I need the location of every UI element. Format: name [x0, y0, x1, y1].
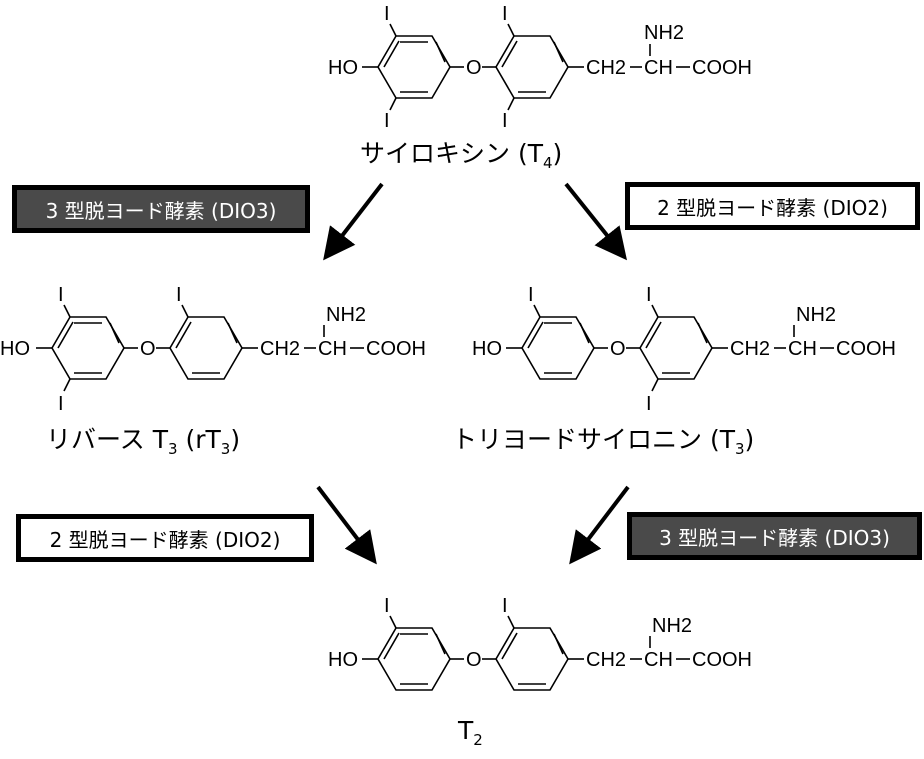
- cooh-label: COOH: [836, 338, 896, 360]
- name-text: リバース T3: [46, 425, 178, 458]
- cooh-label: COOH: [692, 57, 752, 79]
- arrow-t4-to-rt3: [323, 182, 384, 261]
- iodine-label: I: [646, 284, 652, 306]
- ether-oxygen-label: O: [466, 649, 482, 671]
- molecule-t2: I I HO O CH2 CH NH2 COOH: [328, 595, 752, 691]
- molecule-name-t4: サイロキシン (T4): [360, 134, 562, 172]
- nh2-label: NH2: [644, 22, 684, 44]
- abbr: (rT3): [185, 425, 241, 458]
- ch-label: CH: [788, 338, 817, 360]
- name-text: トリヨードサイロニン: [452, 425, 703, 454]
- abbr: (T3): [709, 425, 755, 458]
- nh2-label: NH2: [326, 304, 366, 326]
- arrow-rt3-to-t2: [316, 485, 377, 565]
- name-text: サイロキシン: [360, 139, 511, 168]
- iodine-label: I: [384, 595, 390, 617]
- enzyme-box-dio2-bottom: 2 型脱ヨード酵素 (DIO2): [16, 514, 314, 562]
- hydroxyl-label: HO: [0, 338, 30, 360]
- iodine-label: I: [528, 284, 534, 306]
- enzyme-box-dio3-top: 3 型脱ヨード酵素 (DIO3): [12, 185, 310, 233]
- enzyme-box-dio3-bottom: 3 型脱ヨード酵素 (DIO3): [627, 512, 922, 560]
- ether-oxygen-label: O: [466, 57, 482, 79]
- ch2-label: CH2: [586, 649, 626, 671]
- nh2-label: NH2: [796, 304, 836, 326]
- iodine-label: I: [502, 3, 508, 25]
- arrow-t3-to-t2: [569, 485, 630, 565]
- hydroxyl-label: HO: [328, 57, 358, 79]
- iodine-label: I: [646, 393, 652, 415]
- molecule-name-t3: トリヨードサイロニン (T3): [452, 420, 754, 458]
- molecule-name-t2: T2: [458, 716, 483, 749]
- ether-oxygen-label: O: [140, 338, 156, 360]
- abbr: (T4): [517, 139, 563, 172]
- molecule-t3: I I I HO O CH2 CH NH2 COOH: [472, 284, 896, 415]
- iodine-label: I: [58, 284, 64, 306]
- arrow-t4-to-t3: [564, 182, 627, 261]
- enzyme-box-dio2-top: 2 型脱ヨード酵素 (DIO2): [625, 182, 920, 230]
- iodine-label: I: [176, 284, 182, 306]
- iodine-label: I: [58, 393, 64, 415]
- iodine-label: I: [502, 595, 508, 617]
- hydroxyl-label: HO: [472, 338, 502, 360]
- molecule-t4: I I I I HO O CH2 CH NH2 COOH: [328, 3, 752, 132]
- iodine-label: I: [502, 110, 508, 132]
- ch2-label: CH2: [730, 338, 770, 360]
- iodine-label: I: [384, 3, 390, 25]
- ether-oxygen-label: O: [610, 338, 626, 360]
- cooh-label: COOH: [692, 649, 752, 671]
- molecule-name-rt3: リバース T3 (rT3): [46, 420, 240, 458]
- ch2-label: CH2: [586, 57, 626, 79]
- molecule-rt3: I I I HO O CH2 CH NH2 COOH: [0, 284, 426, 415]
- nh2-label: NH2: [652, 615, 692, 637]
- ch-label: CH: [318, 338, 347, 360]
- ch2-label: CH2: [260, 338, 300, 360]
- iodine-label: I: [384, 110, 390, 132]
- ch-label: CH: [644, 649, 673, 671]
- cooh-label: COOH: [366, 338, 426, 360]
- ch-label: CH: [644, 57, 673, 79]
- hydroxyl-label: HO: [328, 649, 358, 671]
